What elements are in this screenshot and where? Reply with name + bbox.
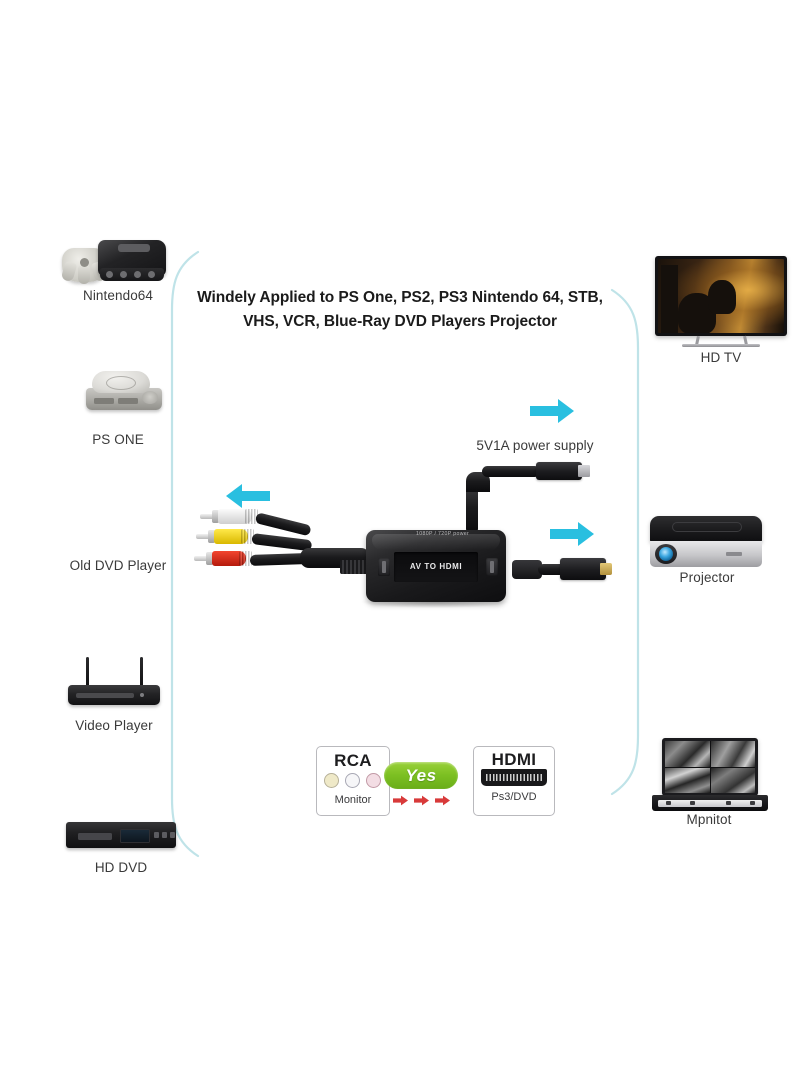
rca-jack-red bbox=[366, 773, 381, 788]
ps-one-slot-2 bbox=[118, 398, 138, 404]
power-supply-label: 5V1A power supply bbox=[476, 438, 594, 453]
source-label-old-dvd-player: Old DVD Player bbox=[69, 558, 167, 573]
monitor-control-bar bbox=[658, 800, 762, 807]
rca-cable-run-top bbox=[254, 512, 312, 537]
hdmi-card-title: HDMI bbox=[491, 750, 537, 769]
projector-icon bbox=[650, 516, 762, 542]
source-label-hd-dvd: HD DVD bbox=[94, 860, 148, 875]
output-label-projector: Projector bbox=[679, 570, 735, 585]
video-player-antenna-left bbox=[86, 657, 89, 687]
video-player-antenna-right bbox=[140, 657, 143, 687]
hd-dvd-display bbox=[120, 829, 150, 843]
usb-contact-tip bbox=[578, 465, 590, 477]
verdict-arrow-2-icon bbox=[414, 795, 429, 806]
monitor-cell-3 bbox=[665, 767, 710, 793]
hd-tv-icon bbox=[655, 256, 787, 336]
usb-cable-elbow bbox=[466, 472, 490, 492]
rca-jack-yellow bbox=[324, 773, 339, 788]
usb-cable-horizontal bbox=[482, 466, 540, 477]
rca-card-subtitle: Monitor bbox=[334, 794, 372, 806]
monitor-button-1 bbox=[666, 801, 671, 805]
ps-one-lid-ring bbox=[106, 376, 136, 390]
monitor-cell-2 bbox=[710, 741, 755, 767]
converter-highlight bbox=[372, 534, 500, 550]
ps-one-disc-button bbox=[142, 391, 158, 404]
source-label-ps-one: PS ONE bbox=[92, 432, 144, 447]
hd-tv-screen bbox=[658, 259, 784, 333]
verdict-arrow-3-icon bbox=[435, 795, 450, 806]
rca-jack-white bbox=[345, 773, 360, 788]
hd-dvd-disc-tray bbox=[78, 833, 112, 840]
hdmi-cable-run bbox=[538, 564, 568, 575]
hd-tv-foot bbox=[682, 344, 760, 347]
monitor-cell-4 bbox=[710, 767, 755, 793]
hdmi-card-subtitle: Ps3/DVD bbox=[491, 791, 537, 803]
converter-switch-right[interactable] bbox=[486, 558, 498, 576]
hd-dvd-button-3 bbox=[170, 832, 175, 838]
source-label-video-player: Video Player bbox=[75, 718, 153, 733]
output-label-hd-tv: HD TV bbox=[700, 350, 742, 365]
usb-connector bbox=[536, 462, 582, 480]
nintendo64-port-1 bbox=[106, 271, 113, 278]
headline-line-1: Windely Applied to PS One, PS2, PS3 Nint… bbox=[197, 289, 603, 306]
converter-face-panel bbox=[394, 552, 478, 582]
nintendo64-port-3 bbox=[134, 271, 141, 278]
projector-logo bbox=[726, 552, 742, 556]
converter-switch-left[interactable] bbox=[378, 558, 390, 576]
nintendo64-cartridge-slot bbox=[118, 244, 150, 252]
headline-line-2: VHS, VCR, Blue-Ray DVD Players Projector bbox=[243, 313, 557, 331]
video-player-front-strip bbox=[76, 693, 134, 698]
hdmi-connector bbox=[560, 558, 606, 580]
arrow-right-power-icon bbox=[530, 399, 574, 423]
nintendo64-port-4 bbox=[148, 271, 155, 278]
output-label-monitor: Mpnitot bbox=[686, 812, 732, 827]
converter-top-label: 1080P / 720P power bbox=[416, 531, 470, 537]
converter-left-port bbox=[340, 560, 368, 574]
arrow-right-hdmi-icon bbox=[550, 522, 594, 546]
hdmi-port-icon bbox=[481, 769, 547, 786]
monitor-cell-1 bbox=[665, 741, 710, 767]
rca-card-title: RCA bbox=[334, 751, 372, 770]
verdict-pill bbox=[384, 762, 458, 789]
hd-dvd-button-2 bbox=[162, 832, 167, 838]
source-bracket-line bbox=[170, 250, 200, 858]
source-label-nintendo64: Nintendo64 bbox=[82, 288, 154, 303]
projector-top-detail bbox=[672, 522, 742, 532]
video-player-led bbox=[140, 693, 144, 697]
hdmi-contact-tip bbox=[600, 563, 612, 575]
verdict-arrow-1-icon bbox=[393, 795, 408, 806]
nintendo64-port-2 bbox=[120, 271, 127, 278]
page-title: Windely Applied to PS One, PS2, PS3 Nint… bbox=[190, 286, 610, 334]
quad-split-monitor-icon bbox=[662, 738, 758, 796]
arrow-left-icon bbox=[226, 484, 270, 508]
output-bracket-line bbox=[610, 288, 640, 796]
monitor-button-3 bbox=[726, 801, 731, 805]
verdict-label: Yes bbox=[405, 766, 437, 785]
ps-one-slot-1 bbox=[94, 398, 114, 404]
monitor-button-4 bbox=[750, 801, 755, 805]
monitor-button-2 bbox=[690, 801, 695, 805]
hd-dvd-button-1 bbox=[154, 832, 159, 838]
projector-lens-icon bbox=[659, 547, 673, 561]
converter-face-label: AV TO HDMI bbox=[409, 562, 463, 571]
rca-comparison-card: RCA Monitor bbox=[316, 746, 390, 816]
hdmi-cable-boot bbox=[512, 560, 542, 579]
usb-cable-vertical bbox=[466, 486, 478, 534]
